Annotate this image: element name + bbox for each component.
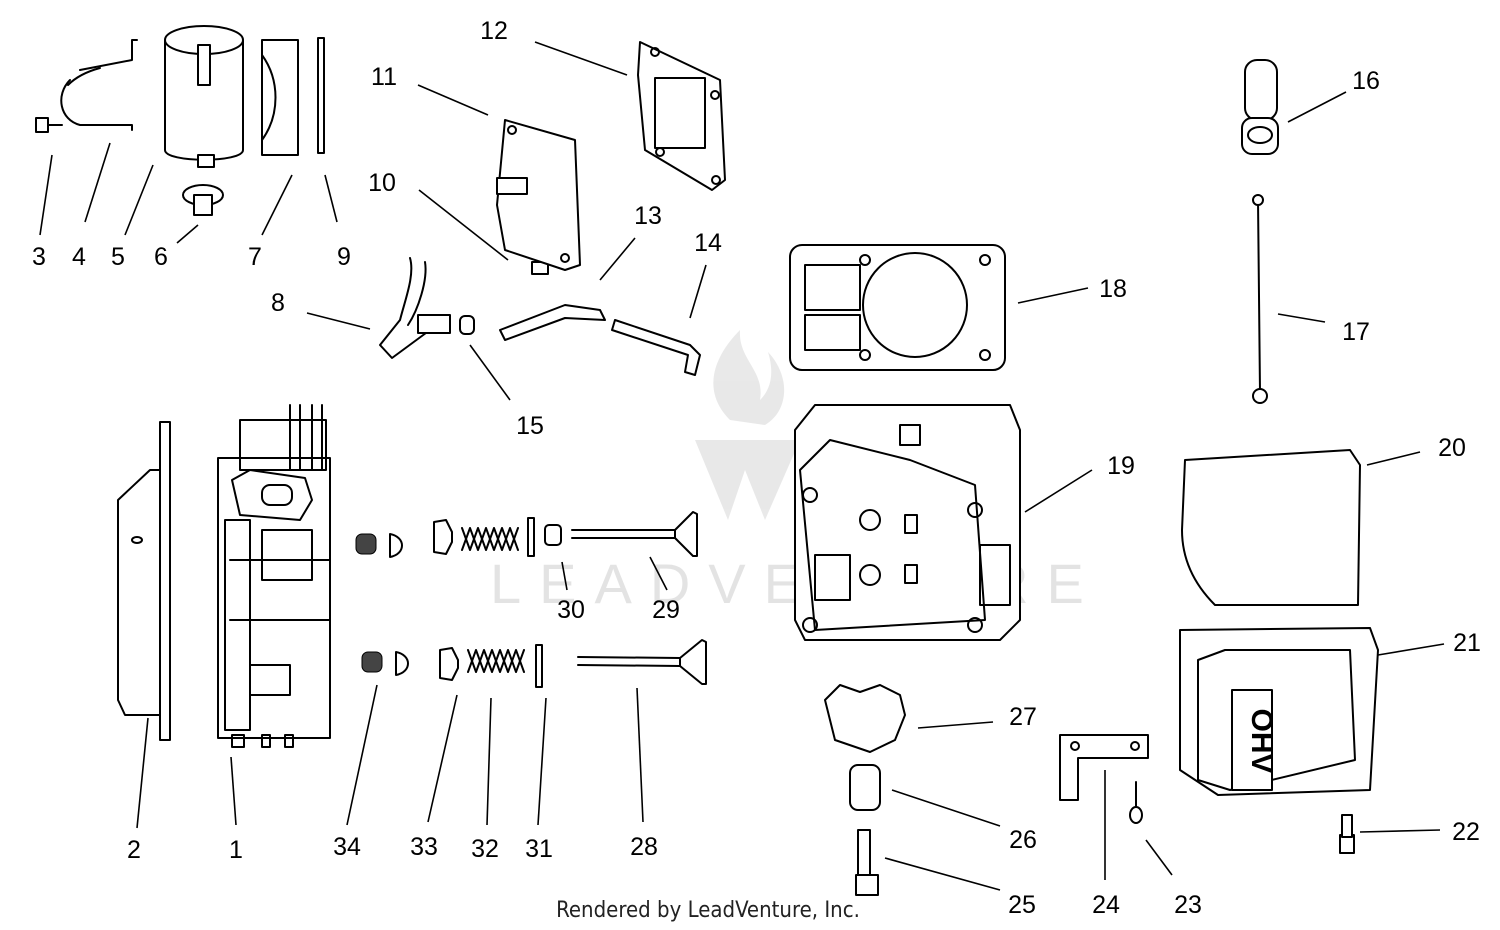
callout-31: 31 (525, 835, 553, 863)
callout-7: 7 (248, 243, 262, 271)
callout-27: 27 (1009, 703, 1037, 731)
part-33-retainer (439, 647, 459, 681)
part-19-cylinder-head (794, 404, 1021, 641)
part-23-screw (1129, 781, 1143, 824)
ohv-embossing: OHV (1245, 708, 1278, 773)
callout-8: 8 (271, 289, 285, 317)
callout-22: 22 (1452, 818, 1480, 846)
callout-13: 13 (634, 202, 662, 230)
callout-17: 17 (1342, 318, 1370, 346)
part-24-bracket (1059, 734, 1149, 801)
part-34-keeper (361, 651, 409, 676)
callout-30: 30 (557, 596, 585, 624)
part-26-spacer (849, 764, 881, 811)
part-9-gasket (317, 37, 325, 154)
part-12-gasket (637, 41, 726, 191)
part-14-elbow (611, 319, 701, 376)
callout-16: 16 (1352, 67, 1380, 95)
part-1-cylinder-head-side (217, 404, 331, 748)
part-5-canister (164, 25, 244, 168)
callout-23: 23 (1174, 891, 1202, 919)
part-13-tube (499, 304, 606, 341)
callout-15: 15 (516, 412, 544, 440)
credit-text: Rendered by LeadVenture, Inc. (556, 898, 860, 923)
callout-18: 18 (1099, 275, 1127, 303)
callout-5: 5 (111, 243, 125, 271)
callout-20: 20 (1438, 434, 1466, 462)
part-8-hose (379, 257, 451, 359)
upper-spring (461, 527, 519, 551)
callout-21: 21 (1453, 629, 1481, 657)
callout-34: 34 (333, 833, 361, 861)
callout-28: 28 (630, 833, 658, 861)
part-31-washer (535, 644, 543, 688)
callout-19: 19 (1107, 452, 1135, 480)
callout-33: 33 (410, 833, 438, 861)
watermark-logo (695, 330, 800, 520)
part-15-clamp (459, 315, 475, 335)
part-17-pushrod (1252, 194, 1268, 404)
part-29-valve (571, 511, 698, 557)
callout-32: 32 (471, 835, 499, 863)
part-18-head-gasket (789, 244, 1006, 371)
callout-24: 24 (1092, 891, 1120, 919)
part-2-side-plate (117, 421, 171, 741)
part-22-bolt (1339, 814, 1355, 854)
part-32-spring (467, 649, 525, 673)
callout-4: 4 (72, 243, 86, 271)
part-16-tappet (1241, 59, 1279, 155)
part-21-valve-cover: OHV (1179, 627, 1379, 796)
part-25-stud (855, 829, 879, 896)
part-30-seal (544, 524, 562, 546)
callout-29: 29 (652, 596, 680, 624)
upper-washer (527, 517, 535, 557)
callout-12: 12 (480, 17, 508, 45)
part-20-cover-gasket (1181, 449, 1361, 606)
callout-11: 11 (371, 63, 397, 91)
callout-1: 1 (229, 836, 243, 864)
callout-25: 25 (1008, 891, 1036, 919)
part-3-screw (35, 117, 63, 133)
callout-6: 6 (154, 243, 168, 271)
part-6-grommet (182, 184, 224, 216)
callout-14: 14 (694, 229, 722, 257)
callout-3: 3 (32, 243, 46, 271)
callout-10: 10 (368, 169, 396, 197)
callout-numbers: 1 2 3 4 5 6 7 8 9 10 11 12 13 14 15 16 1… (32, 17, 1481, 919)
callout-26: 26 (1009, 826, 1037, 854)
part-27-shroud (824, 684, 906, 753)
part-28-valve (577, 639, 707, 685)
callout-9: 9 (337, 243, 351, 271)
part-4-bracket (60, 39, 138, 131)
callout-2: 2 (127, 836, 141, 864)
part-7-filter-element (261, 39, 299, 156)
upper-retainer (433, 519, 453, 555)
part-11-breather-cover (496, 119, 581, 271)
upper-keeper (355, 533, 403, 558)
leader-lines (39, 41, 1445, 891)
